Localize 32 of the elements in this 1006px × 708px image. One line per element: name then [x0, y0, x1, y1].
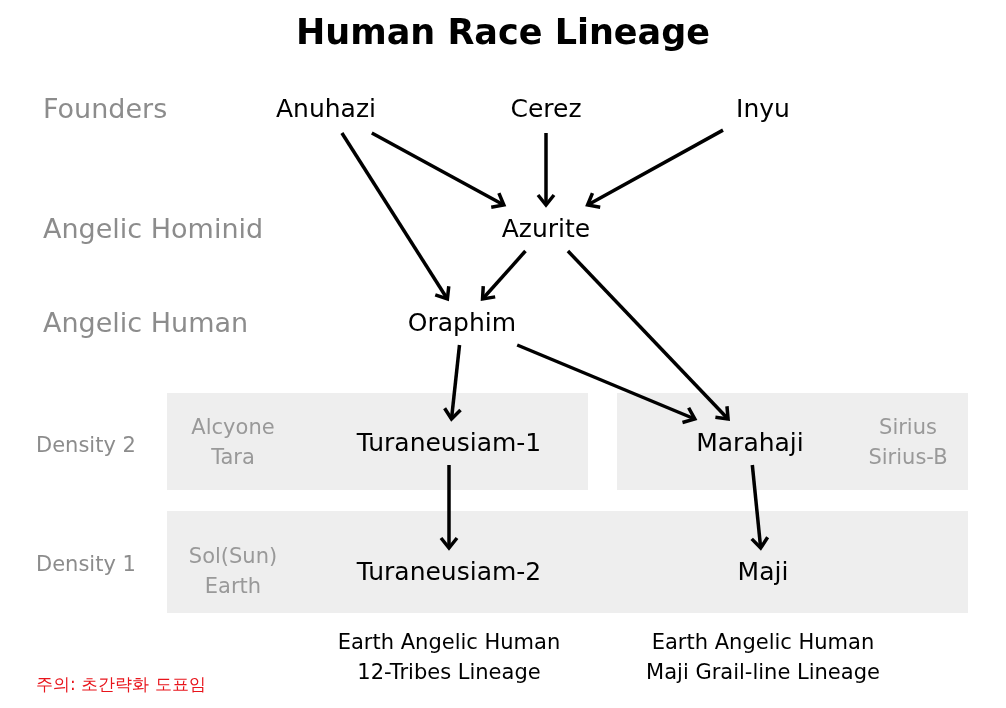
place-label: Sol(Sun) Earth — [188, 543, 278, 600]
arrow — [749, 464, 770, 550]
title: Human Race Lineage — [296, 12, 710, 52]
arrow — [566, 249, 730, 421]
place-label: Sirius Sirius-B — [868, 414, 948, 471]
band — [617, 393, 968, 490]
row-label: Founders — [43, 92, 168, 124]
arrow — [516, 343, 697, 425]
arrow — [371, 131, 506, 209]
row-label: Angelic Hominid — [43, 212, 264, 244]
arrow — [442, 344, 463, 421]
arrow — [536, 133, 556, 207]
lineage-name: Oraphim — [400, 299, 524, 345]
lineage-caption: Earth Angelic Human Maji Grail-line Lineage — [645, 629, 881, 686]
lineage-caption: Earth Angelic Human 12-Tribes Lineage — [336, 629, 562, 686]
row-label: Angelic Human — [43, 306, 249, 338]
lineage-name: Anuhazi — [261, 83, 391, 133]
lineage-name: Maji — [737, 556, 789, 586]
arrow — [480, 249, 527, 301]
place-label: Alcyone Tara — [191, 414, 275, 471]
lineage-name: Cerez — [501, 83, 591, 133]
lineage-name: Turaneusiam-1 — [344, 419, 554, 465]
note-text: 주의: 초간략화 도표임 — [36, 672, 206, 696]
arrow — [439, 465, 459, 550]
lineage-name: Marahaji — [685, 419, 815, 465]
lineage-name: Azurite — [491, 205, 601, 251]
density-label: Density 2 — [36, 433, 136, 457]
density-label: Density 1 — [36, 552, 136, 576]
arrow — [585, 128, 724, 209]
arrow — [340, 132, 451, 301]
lineage-name: Turaneusiam-2 — [356, 556, 542, 586]
lineage-name: Inyu — [723, 83, 803, 133]
